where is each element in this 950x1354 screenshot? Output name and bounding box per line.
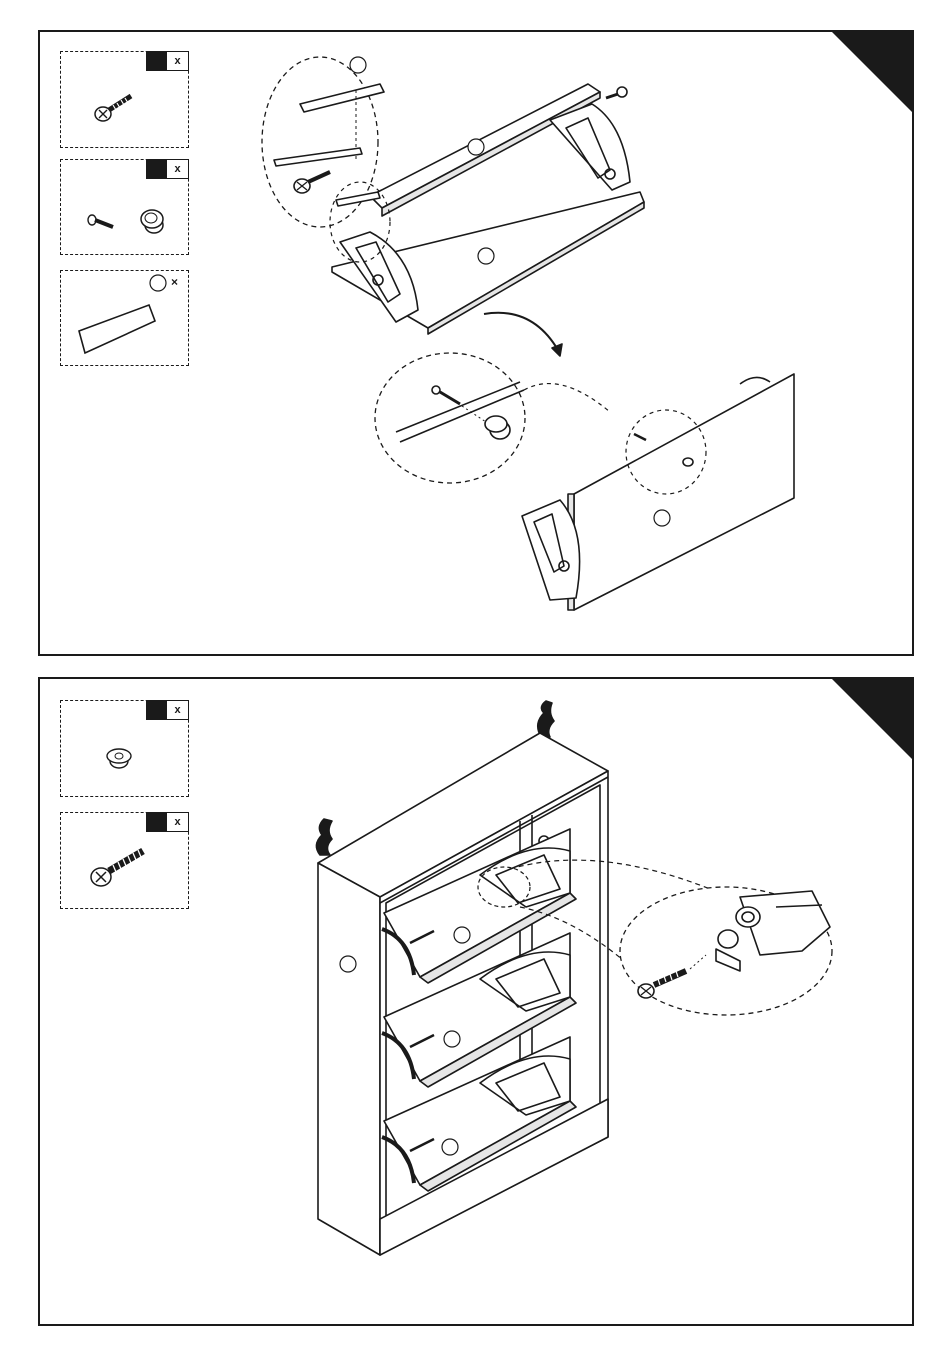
back-panel-tab-right xyxy=(538,701,554,737)
step2-cabinet-illustration xyxy=(40,679,914,1326)
rotate-arrow xyxy=(484,313,558,350)
assembly-step-1-panel: x x × xyxy=(38,30,914,656)
back-panel-tab-left xyxy=(316,819,332,855)
detail-callout-cam-screw xyxy=(620,887,832,1015)
assembly-step-2-panel: x x xyxy=(38,677,914,1326)
hinge-bracket-right xyxy=(550,104,630,190)
detail-callout-knob-install xyxy=(375,353,610,483)
assembled-door-panel xyxy=(522,374,794,610)
flap-door-panel-top xyxy=(370,84,600,208)
step1-door-assembly-illustration xyxy=(40,32,914,656)
